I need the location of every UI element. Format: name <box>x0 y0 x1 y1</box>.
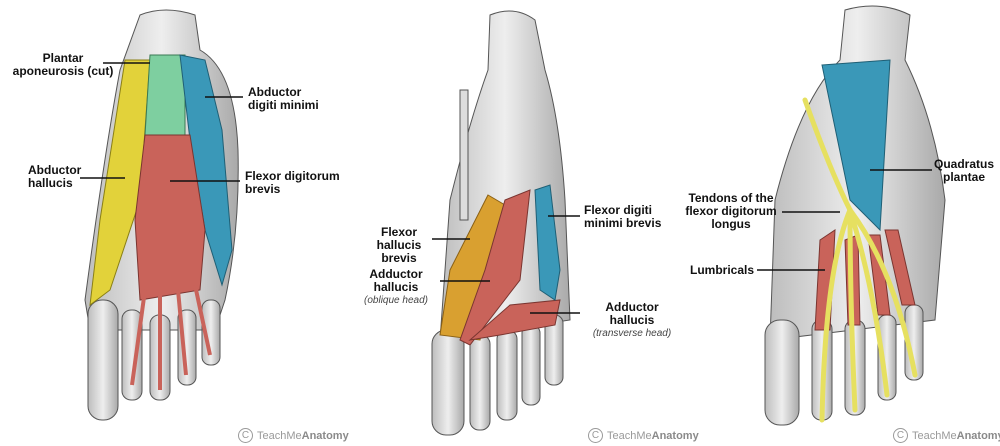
label-flexor-digiti-minimi-brevis: Flexor digiti minimi brevis <box>584 203 662 230</box>
copyright-icon: C <box>238 428 253 443</box>
label-lumbricals: Lumbricals <box>690 263 755 277</box>
leader-lines <box>80 62 932 314</box>
flexor-digiti-minimi-brevis-muscle <box>534 184 561 301</box>
watermark-prefix: TeachMe <box>257 429 302 442</box>
label-adductor-hallucis-transverse: Adductor hallucis (transverse head) <box>582 301 682 340</box>
watermark-prefix: TeachMe <box>607 429 652 442</box>
flexor-hallucis-brevis-muscle <box>439 194 506 341</box>
label-subtext: (oblique head) <box>364 295 428 306</box>
fdl-tendons <box>802 97 918 423</box>
label-abductor-hallucis: Abductor hallucis <box>28 163 82 190</box>
label-flexor-digitorum-brevis: Flexor digitorum brevis <box>245 169 340 196</box>
label-quadratus-plantae: Quadratus plantae <box>933 157 994 184</box>
copyright-icon: C <box>588 428 603 443</box>
label-flexor-hallucis-brevis: Flexor hallucis brevis <box>376 225 422 265</box>
foot-1 <box>84 9 239 421</box>
copyright-icon: C <box>893 428 908 443</box>
quadratus-plantae-muscle <box>821 59 891 232</box>
watermark-brand: Anatomy <box>956 429 1000 442</box>
watermark-brand: Anatomy <box>301 429 349 442</box>
label-plantar-aponeurosis: Plantar aponeurosis (cut) <box>12 51 114 78</box>
label-abductor-digiti-minimi: Abductor digiti minimi <box>248 85 319 112</box>
label-text: Adductor hallucis <box>605 300 659 327</box>
foot-3 <box>764 5 946 426</box>
plantar-aponeurosis <box>144 54 186 136</box>
label-subtext: (transverse head) <box>592 328 672 339</box>
flexor-digitorum-brevis-muscle <box>134 134 206 301</box>
label-text: Adductor hallucis <box>369 267 423 294</box>
label-adductor-hallucis-oblique: Adductor hallucis (oblique head) <box>350 268 442 307</box>
foot-2 <box>431 10 571 436</box>
adductor-hallucis-oblique-muscle <box>459 189 531 346</box>
label-tendons-fdl: Tendons of the flexor digitorum longus <box>685 191 777 231</box>
watermark-prefix: TeachMe <box>912 429 957 442</box>
watermark-brand: Anatomy <box>651 429 699 442</box>
